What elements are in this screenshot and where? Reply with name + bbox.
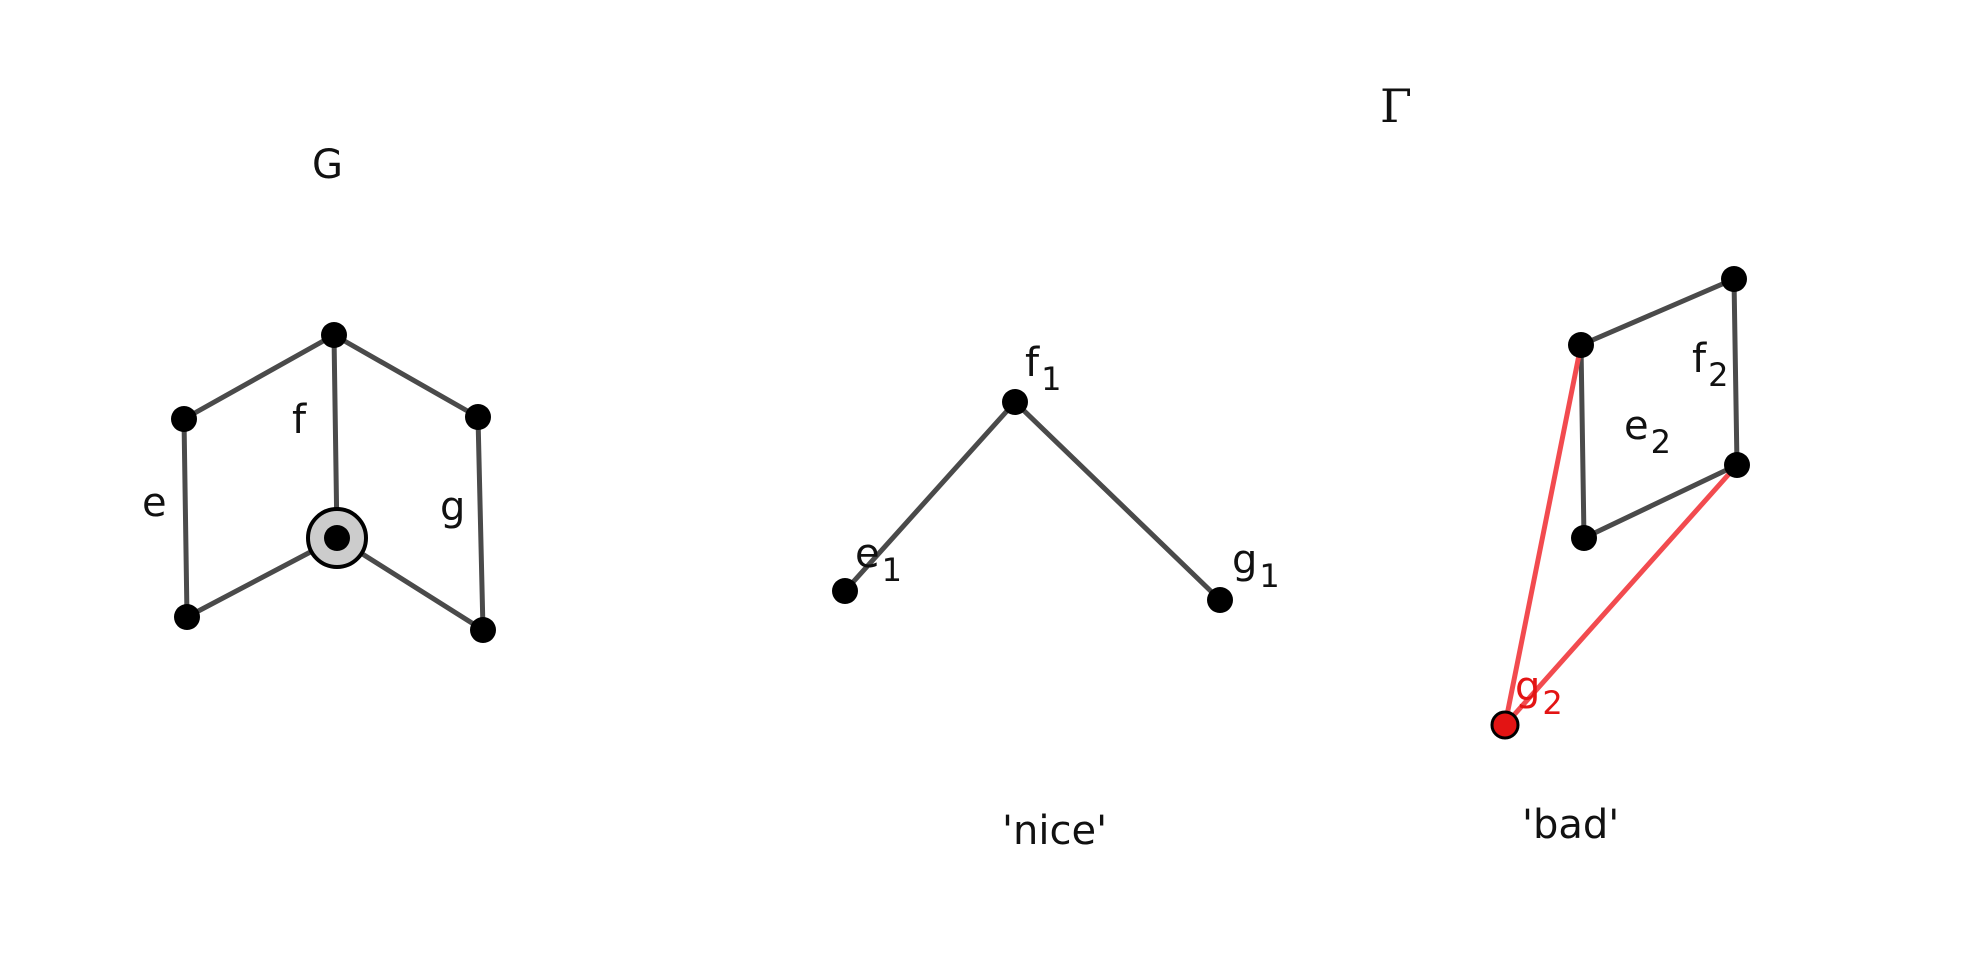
graph-bad: Γ f2 e2 g2 'bad': [1380, 79, 1750, 848]
graph-nice: f1 e1 g1 'nice': [832, 340, 1280, 854]
graph-g-edge-g: [475, 414, 486, 633]
graph-bad-vertex: [1721, 266, 1747, 292]
graph-nice-vertex-f1: [1002, 389, 1028, 415]
graph-g-label-f: f: [292, 397, 307, 443]
graph-g-vertex: [171, 406, 197, 432]
graph-bad-vertex: [1724, 452, 1750, 478]
graph-nice-edge: [1012, 399, 1223, 603]
graph-g-vertex: [321, 322, 347, 348]
graph-g-vertex: [174, 604, 200, 630]
graph-g-vertex-marked: [324, 525, 350, 551]
graph-nice-caption: 'nice': [1002, 808, 1107, 854]
graph-g-edge: [181, 332, 337, 422]
graph-nice-vertex-e1: [832, 578, 858, 604]
graph-bad-edge: [1581, 462, 1740, 541]
graph-g-title: G: [312, 142, 343, 188]
graph-bad-vertex-g2: [1490, 710, 1520, 740]
graph-bad-edge-e2: [1578, 342, 1587, 541]
graph-g-vertex: [465, 404, 491, 430]
graph-bad-label-g2: g2: [1515, 664, 1563, 722]
graph-bad-edge: [1578, 276, 1737, 348]
graph-nice-edge: [842, 399, 1018, 594]
graph-bad-label-f2: f2: [1692, 336, 1728, 394]
graph-g-edge: [331, 332, 481, 420]
graph-bad-edge-f2: [1731, 276, 1740, 468]
graph-bad-vertex: [1568, 332, 1594, 358]
graph-nice-label-f1: f1: [1025, 340, 1061, 398]
graph-g-label-e: e: [142, 480, 167, 526]
graph-bad-caption: 'bad': [1522, 802, 1619, 848]
graph-nice-vertex-g1: [1207, 587, 1233, 613]
graph-bad-label-e2: e2: [1624, 403, 1671, 461]
graph-g: G e f g: [142, 142, 496, 643]
graph-g-label-g: g: [440, 484, 465, 530]
graph-g-edge-e: [181, 416, 190, 620]
graph-bad-edge-red: [1502, 342, 1584, 728]
graph-nice-label-g1: g1: [1232, 537, 1280, 595]
graph-bad-vertex: [1571, 525, 1597, 551]
graph-g-edge-f: [331, 332, 340, 541]
graph-bad-edge-red: [1502, 462, 1740, 728]
graph-nice-label-e1: e1: [855, 531, 902, 589]
graph-bad-title: Γ: [1380, 79, 1412, 133]
graph-g-vertex: [470, 617, 496, 643]
